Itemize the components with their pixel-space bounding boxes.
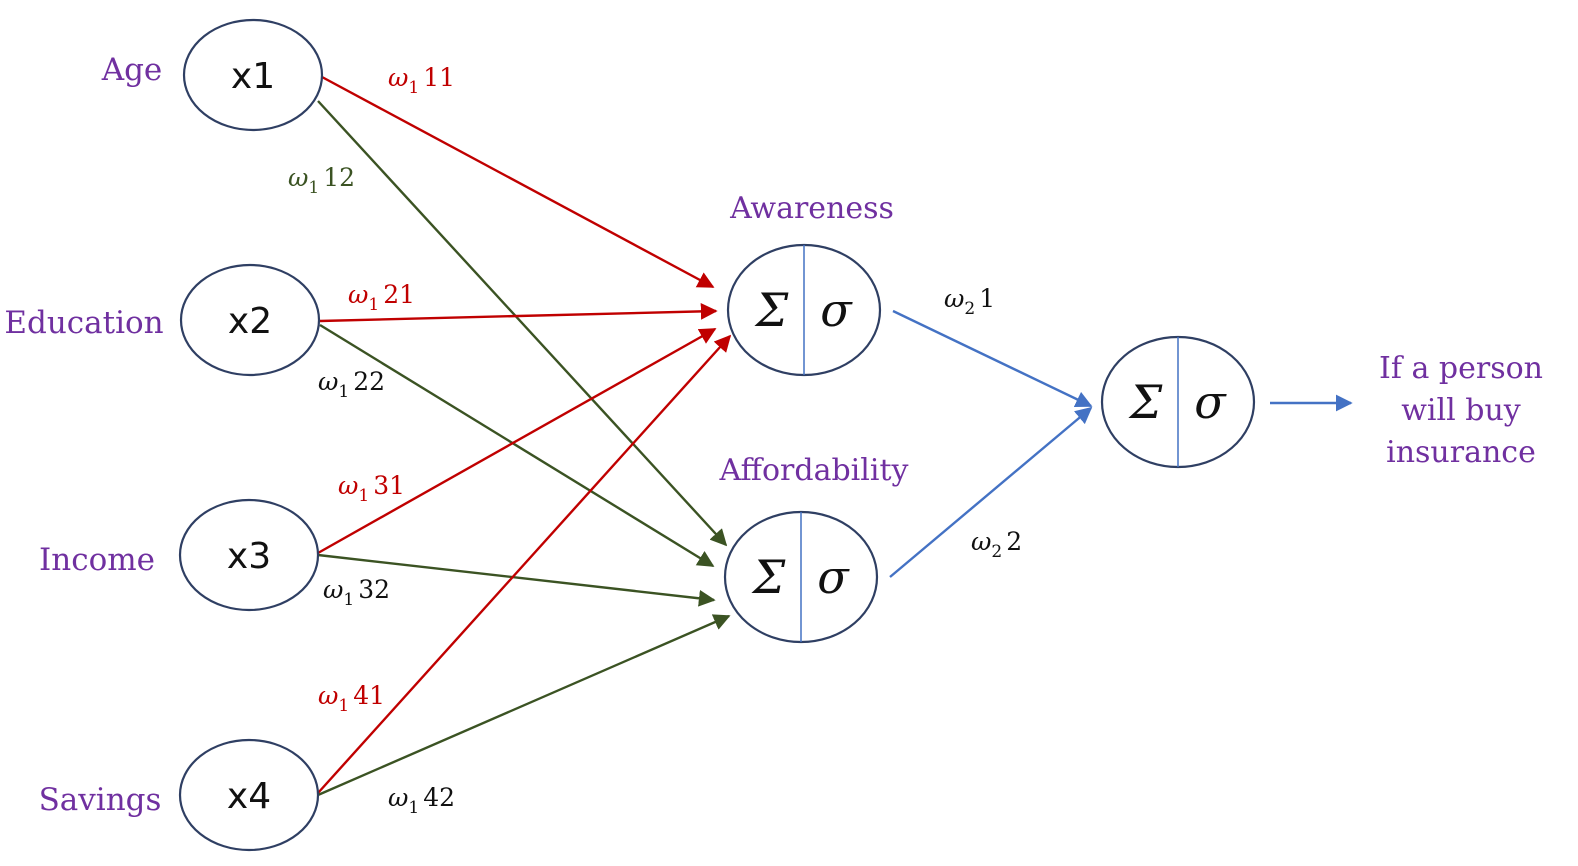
sigma-sum-symbol: Σ bbox=[754, 283, 789, 337]
input-node-label: x2 bbox=[228, 301, 272, 342]
hidden-label-awareness: Awareness bbox=[729, 191, 894, 226]
edge-x1-h2 bbox=[317, 100, 728, 547]
hidden-label-affordability: Affordability bbox=[719, 453, 909, 488]
edges-layer bbox=[317, 75, 1353, 797]
output-label: If a person will buy insurance bbox=[1379, 351, 1543, 470]
sigma-activation-symbol: σ bbox=[1194, 375, 1227, 429]
output-label-line: insurance bbox=[1386, 435, 1536, 470]
sigma-sum-symbol: Σ bbox=[751, 550, 786, 604]
input-node-label: x4 bbox=[227, 776, 271, 817]
feature-label-age: Age bbox=[101, 52, 163, 88]
edge-x2-h1 bbox=[319, 302, 718, 323]
feature-label-education: Education bbox=[4, 305, 163, 341]
output-label-line: will buy bbox=[1401, 393, 1521, 428]
feature-label-savings: Savings bbox=[39, 782, 162, 818]
edge-x4-h2 bbox=[317, 614, 731, 797]
input-node-x1: x1 bbox=[182, 18, 324, 132]
input-node-circle bbox=[182, 18, 324, 132]
edge-x1-h1 bbox=[321, 75, 715, 289]
input-node-circle bbox=[179, 263, 321, 377]
input-node-label: x3 bbox=[227, 536, 271, 577]
input-node-x3: x3 bbox=[178, 498, 320, 612]
edge-x2-h2 bbox=[319, 323, 715, 568]
input-node-x2: x2 bbox=[179, 263, 321, 377]
input-node-label: x1 bbox=[231, 56, 275, 97]
edge-h1-o bbox=[892, 309, 1093, 408]
sigma-activation-symbol: σ bbox=[820, 283, 853, 337]
edge-h2-o bbox=[889, 406, 1093, 578]
feature-label-income: Income bbox=[39, 542, 155, 578]
edge-x3-h2 bbox=[317, 553, 716, 607]
edge-x3-h1 bbox=[317, 327, 717, 555]
input-node-circle bbox=[178, 738, 320, 852]
edge-x4-h1 bbox=[317, 334, 732, 794]
output-label-line: If a person bbox=[1379, 351, 1543, 386]
input-node-circle bbox=[178, 498, 320, 612]
input-node-x4: x4 bbox=[178, 738, 320, 852]
sigma-sum-symbol: Σ bbox=[1128, 375, 1163, 429]
sigma-activation-symbol: σ bbox=[817, 550, 850, 604]
